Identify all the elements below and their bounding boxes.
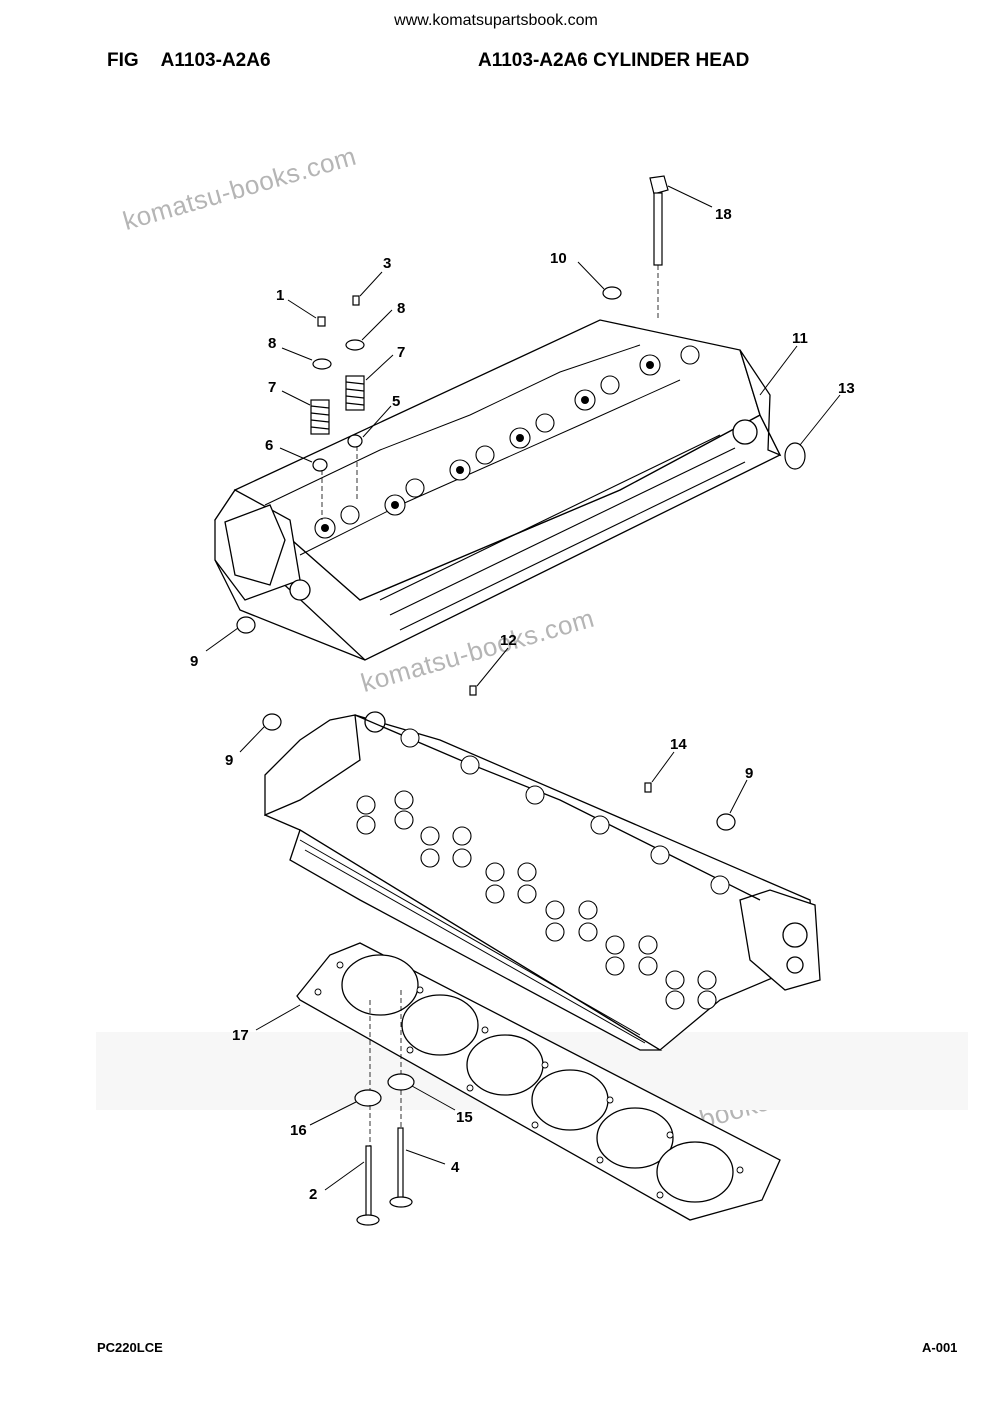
callout-9: 9 xyxy=(225,752,233,769)
dowel xyxy=(644,782,652,793)
expansion-plug xyxy=(262,713,282,731)
footer-page-number: A-001 xyxy=(922,1340,958,1355)
callout-18: 18 xyxy=(715,206,732,223)
valve-keeper xyxy=(352,295,360,306)
callout-8: 8 xyxy=(397,300,405,317)
leader-lines xyxy=(205,185,841,1191)
callout-13: 13 xyxy=(838,380,855,397)
lower-cylinder-head xyxy=(263,711,821,1051)
callout-11: 11 xyxy=(792,330,808,347)
callout-14: 14 xyxy=(670,736,687,753)
valve-stem-seal xyxy=(347,434,363,448)
site-url: www.komatsupartsbook.com xyxy=(394,12,598,29)
valve-spring xyxy=(310,399,330,435)
valve-spring xyxy=(345,375,365,411)
callout-4: 4 xyxy=(451,1159,460,1176)
callout-12: 12 xyxy=(500,632,517,649)
valve-keeper xyxy=(317,316,326,327)
callout-15: 15 xyxy=(456,1109,473,1126)
expansion-plug xyxy=(716,813,736,831)
callout-6: 6 xyxy=(265,437,273,454)
small-parts xyxy=(236,175,806,1226)
callout-5: 5 xyxy=(392,393,400,410)
assembly-lines xyxy=(321,265,659,1146)
callout-17: 17 xyxy=(232,1027,249,1044)
valve-seat-insert xyxy=(354,1089,382,1107)
intake-valve xyxy=(389,1127,413,1208)
callout-1: 1 xyxy=(276,287,284,304)
valve-stem-seal xyxy=(312,458,328,472)
exhaust-valve xyxy=(356,1145,380,1226)
seal-ring xyxy=(784,442,806,470)
callout-7: 7 xyxy=(268,379,276,396)
dowel xyxy=(469,685,477,696)
figure-title: A1103-A2A6 CYLINDER HEAD xyxy=(478,50,750,71)
spring-retainer xyxy=(312,358,332,370)
spring-retainer xyxy=(345,339,365,351)
figure-label: FIG A1103-A2A6 xyxy=(107,50,271,72)
upper-cylinder-head xyxy=(214,319,782,661)
expansion-plug xyxy=(236,616,256,634)
fig-prefix: FIG xyxy=(107,50,139,71)
callout-7: 7 xyxy=(397,344,405,361)
callout-9: 9 xyxy=(745,765,753,782)
valve-seat-insert xyxy=(387,1073,415,1091)
head-bolt xyxy=(649,175,669,266)
callout-2: 2 xyxy=(309,1186,317,1203)
fig-code: A1103-A2A6 xyxy=(160,50,271,71)
callout-9: 9 xyxy=(190,653,198,670)
callout-numbers: 18 10 3 1 8 8 7 7 5 6 11 13 9 12 9 14 9 … xyxy=(190,206,855,1203)
callout-3: 3 xyxy=(383,255,391,272)
callout-16: 16 xyxy=(290,1122,307,1139)
callout-10: 10 xyxy=(550,250,567,267)
o-ring xyxy=(602,286,622,300)
callout-8: 8 xyxy=(268,335,276,352)
footer-model: PC220LCE xyxy=(97,1340,163,1355)
head-gasket xyxy=(296,942,781,1221)
